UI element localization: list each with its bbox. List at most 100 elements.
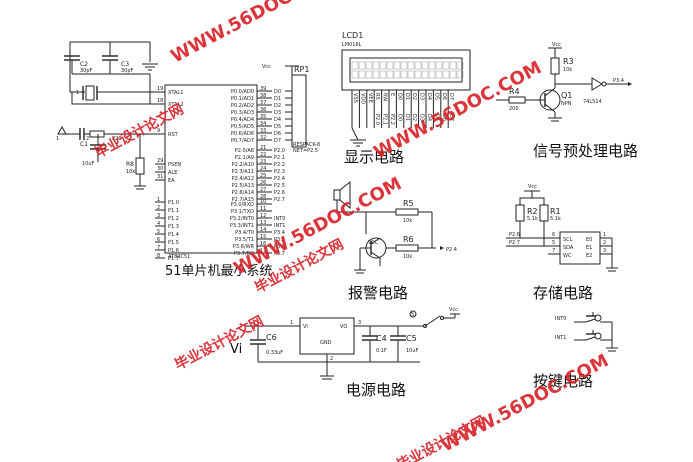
p0-pin-number: 33 [260,128,266,134]
mcu-ea: EA [168,178,175,184]
mcu-rst: RST [168,132,179,138]
p2-net-label: P2.7 [274,197,285,203]
lcd-cell [358,61,366,70]
eeprom-pin-6: 6 [552,232,555,238]
lcd-cell [456,70,464,79]
r3-value: 10k [563,67,572,73]
lcd-cell [351,61,359,70]
regulator-pin-gnd: 2 [330,356,333,362]
p3-pin-number: 13 [260,220,266,226]
lcd-cell [379,61,387,70]
p0-pin-label: P0.1/AD1 [231,96,254,102]
p3-net-label: P3.5 [274,237,285,243]
keys-circuit: INT0 INT1 [555,312,618,352]
reset-pin-2: 2 [86,136,89,142]
p2-pin-number: 25 [260,173,266,179]
lcd-net-label: P2.0 [374,114,380,125]
storage-net-p27: P2.7 [509,240,520,246]
r8-label: R8 [126,161,134,168]
mcu-ale: ALE [168,170,177,176]
p3-pin-label: P3.0/RXD [231,202,255,208]
eeprom-wc: WC [563,253,572,259]
regulator-pin-in: 1 [290,320,293,326]
lcd-net-label: D5 [433,114,439,121]
signal-caption: 信号预处理电路 [533,142,638,160]
eeprom-e1: E1 [586,245,592,251]
p2-pin-number: 22 [260,152,266,158]
lcd-cell [442,61,450,70]
storage-circuit: Vcc R2 5.1k R1 5.1k SCL SDA WC E0 E1 E2 … [506,184,618,272]
keys-caption: 按键电路 [533,372,593,390]
q1-type: NPN [561,101,572,107]
power-circuit: Vi C6 0.33uF VI GND VO 1 3 2 C4 0.1F C5 … [230,307,460,380]
lcd-pin-label: RW [382,93,388,101]
lcd-cell [449,61,457,70]
p2-net-label: P2.2 [274,162,285,168]
eeprom-scl: SCL [563,237,573,243]
p2-pin-number: 27 [260,187,266,193]
p1-pin-label: P1.7 [168,256,179,262]
eeprom-pin-7: 7 [552,248,555,254]
p1-pin-number: 4 [157,221,160,227]
p2-pin-label: P2.2/A10 [232,162,254,168]
lcd-pin-label: E [389,93,395,96]
lcd-cell [386,61,394,70]
lcd-caption: 显示电路 [344,148,404,166]
lcd-cell [428,70,436,79]
reset-resistor-value: 220 [112,136,122,142]
p3-net-label: INT0 [274,216,285,222]
p3-pin-label: P3.3/INT1 [230,223,254,229]
reset-circuit: C1 10uF 220 R8 10k 1 2 [56,125,165,190]
lcd-net-label: P2.2 [389,114,395,125]
lcd-cell [414,61,422,70]
rp1-net: NET=P2.5 [293,148,318,154]
p2-net-label: P2.4 [274,176,285,182]
lcd-pin-label: D4 [426,93,432,100]
watermark-cn-2: 毕业设计论文网 [172,313,267,374]
lcd-gnd-wire [351,127,359,141]
lcd-cell [400,61,408,70]
lcd-pin-label: VEE [367,93,373,103]
p2-pin-label: P2.7/A15 [232,197,254,203]
lcd-cell [421,61,429,70]
lcd-cell [358,70,366,79]
c4-value: 0.1F [376,348,387,354]
p2-pin-number: 26 [260,180,266,186]
p1-pin-label: P1.5 [168,240,179,246]
lcd-cell [372,61,380,70]
mcu-pin-ea: 31 [157,174,163,180]
c6-label: C6 [266,333,277,342]
c6-value: 0.33uF [266,350,283,356]
p0-pin-label: P0.4/AD4 [231,117,254,123]
r4-value: 200 [509,106,519,112]
regulator-vo: VO [340,324,347,330]
p3-pin-number: 11 [260,206,266,212]
p0-net-label: D6 [274,131,281,137]
p2-net-label: P2.6 [274,190,285,196]
p1-pin-label: P1.3 [168,224,179,230]
x1-pin: 1 [76,90,79,96]
mcu-pin-xtal2: 18 [157,98,163,104]
r2-value: 5.1k [527,216,538,222]
lcd-pin-label: RS [374,93,380,100]
mcu-xtal2: XTAL2 [168,102,183,108]
p0-net-label: D4 [274,117,281,123]
lcd-pin-label: VDD [359,93,365,104]
r2-label: R2 [527,207,538,216]
regulator-vi: VI [303,324,308,330]
lcd-pin-label: D2 [411,93,417,100]
lcd-net-label: D1 [404,114,410,121]
p1-pin-number: 8 [157,253,160,259]
lcd-part: LM016L [342,42,362,48]
p3-pin-number: 16 [260,241,266,247]
lcd-net-label: D7 [448,114,454,121]
mcu-part: AT89C51 [168,254,190,260]
p0-pin-number: 36 [260,107,266,113]
p2-net-label: P2.5 [274,183,285,189]
lcd-cell [421,70,429,79]
p1-pin-number: 6 [157,237,160,243]
